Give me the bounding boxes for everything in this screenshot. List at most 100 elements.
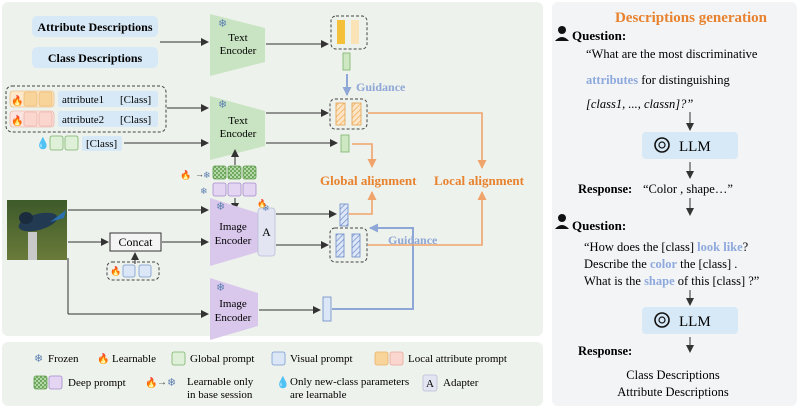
class-token-box: [82, 136, 122, 151]
question-2-label: Question:: [572, 218, 626, 233]
text-feature-light: [351, 20, 359, 44]
deep-prompt-green-3: [242, 165, 257, 180]
llm-label-1: LLM: [679, 139, 711, 155]
local-attribute-features: [329, 98, 368, 130]
text-encoder-middle: [210, 96, 265, 160]
q2-line-2-a: Describe the: [584, 257, 650, 271]
legend-only-new-class-label-1: Only new-class parameters: [290, 376, 409, 388]
frozen-snowflake-icon: ❄: [167, 377, 176, 389]
text-encoder-top: [210, 14, 265, 76]
question-2-line-1: “How does the [class] look like?: [584, 240, 749, 254]
learnable-flame-icon-2: 🔥: [11, 114, 23, 127]
text-encoder-mid-label-1: Text: [228, 115, 247, 127]
user-icon-1: [558, 26, 566, 34]
legend-visual-prompt-label: Visual prompt: [290, 353, 353, 365]
arrow-icon: →: [195, 169, 204, 179]
bird-head: [19, 212, 33, 224]
frozen-snowflake-icon: ❄: [218, 18, 227, 30]
legend-frozen-icon: ❄: [34, 353, 43, 365]
deep-prompt-green-1: [212, 165, 227, 180]
q2-line-1-a: “How does the [class]: [584, 240, 697, 254]
text-encoder-top-label-1: Text: [228, 32, 247, 44]
response-1-label: Response:: [578, 182, 632, 196]
deep-prompt-purple-1: [212, 182, 227, 197]
learnable-flame-icon: 🔥: [110, 265, 121, 276]
user-icon-2: [558, 214, 566, 222]
question-1-line-2-rest: for distinguishing: [638, 73, 730, 87]
q2-look-like: look like: [697, 240, 743, 254]
descriptions-generation-panel: [552, 2, 797, 406]
question-2-line-2: Describe the color the [class] .: [584, 257, 737, 271]
text-encoder-mid-label-2: Encoder: [220, 128, 257, 140]
bird-perch: [28, 232, 37, 260]
global-prompt-token-1: [49, 135, 64, 151]
attribute2-token: [58, 111, 158, 127]
arrow-icon: →: [157, 377, 167, 388]
image-encoder-mid-label-2: Encoder: [215, 235, 252, 247]
image-encoder-middle: [210, 198, 258, 266]
frozen-snowflake-icon: ❄: [200, 186, 208, 196]
legend-visual-prompt-swatch: [271, 351, 286, 366]
q2-line-3-c: of this [class] ?”: [675, 274, 760, 288]
guidance-top-label: Guidance: [356, 80, 406, 94]
learnable-flame-icon-1: 🔥: [11, 94, 23, 107]
legend-learnable-only-label-1: Learnable only: [187, 376, 254, 388]
output-attribute-descriptions: Attribute Descriptions: [617, 385, 729, 399]
q2-line-2-c: the [class] .: [677, 257, 737, 271]
global-visual-feature: [339, 203, 349, 227]
descriptions-generation-title: Descriptions generation: [615, 10, 768, 26]
legend-adapter-label: Adapter: [443, 377, 479, 389]
legend-global-prompt-label: Global prompt: [190, 353, 254, 365]
image-encoder-bottom: [210, 278, 258, 340]
user-icon-1-body: [555, 37, 569, 41]
llm-label-2: LLM: [679, 314, 711, 330]
text-encoder-top-label-2: Encoder: [220, 45, 257, 57]
attribute1-token: [58, 91, 158, 107]
legend-local-attr-swatch-2: [389, 351, 404, 366]
frozen-visual-feature: [322, 296, 332, 322]
attribute2-label: attribute2: [62, 114, 104, 126]
text-feature-orange: [337, 20, 345, 44]
q2-line-3-a: What is the: [584, 274, 644, 288]
frozen-snowflake-icon: ❄: [216, 201, 225, 213]
attribute-descriptions-box: [32, 16, 158, 37]
concat-box: [109, 232, 162, 252]
learnable-base-icon: 🔥: [180, 169, 191, 180]
q2-shape: shape: [644, 274, 675, 288]
q2-line-1-c: ?: [743, 240, 749, 254]
attribute2-class-label: [Class]: [120, 114, 151, 126]
frozen-snowflake-icon: ❄: [203, 170, 211, 180]
legend-learnable-base-icon: 🔥: [145, 376, 157, 389]
global-text-feature-top: [342, 52, 351, 71]
chatgpt-icon-2: [654, 312, 670, 328]
class-token-label: [Class]: [86, 138, 117, 150]
class-descriptions-label: Class Descriptions: [48, 51, 143, 65]
deep-prompt-purple-3: [242, 182, 257, 197]
global-alignment-label: Global alignment: [320, 173, 417, 188]
response-1-text: “Color , shape…”: [643, 182, 733, 196]
question-1-attributes: attributes: [586, 73, 638, 87]
question-2-line-3: What is the shape of this [class] ?”: [584, 274, 759, 288]
attribute1-label: attribute1: [62, 94, 104, 106]
legend-local-attr-swatch-1: [374, 351, 389, 366]
question-1-line-3: [class1, ..., classn]?”: [586, 97, 693, 111]
question-1-label: Question:: [572, 28, 626, 43]
legend-learnable-only-label-2: in base session: [187, 389, 253, 401]
adapter-letter: A: [262, 225, 271, 239]
user-icon-2-body: [555, 225, 569, 229]
global-prompt-token-2: [64, 135, 79, 151]
legend-adapter-swatch: [422, 374, 438, 392]
concat-label: Concat: [119, 235, 154, 249]
visual-prompt-token-1: [122, 264, 136, 278]
local-alignment-label: Local alignment: [434, 173, 525, 188]
local-visual-features: [329, 227, 368, 263]
learnable-flame-icon: 🔥: [257, 198, 267, 208]
visual-prompt-token-2: [138, 264, 152, 278]
new-class-drop-icon: 💧: [36, 137, 50, 150]
legend-only-new-class-label-2: are learnable: [290, 389, 347, 401]
legend-learnable-label: Learnable: [112, 353, 156, 365]
output-class-descriptions: Class Descriptions: [626, 368, 720, 382]
image-encoder-bottom-label-1: Image: [219, 298, 247, 310]
legend-global-prompt-swatch: [171, 351, 186, 366]
